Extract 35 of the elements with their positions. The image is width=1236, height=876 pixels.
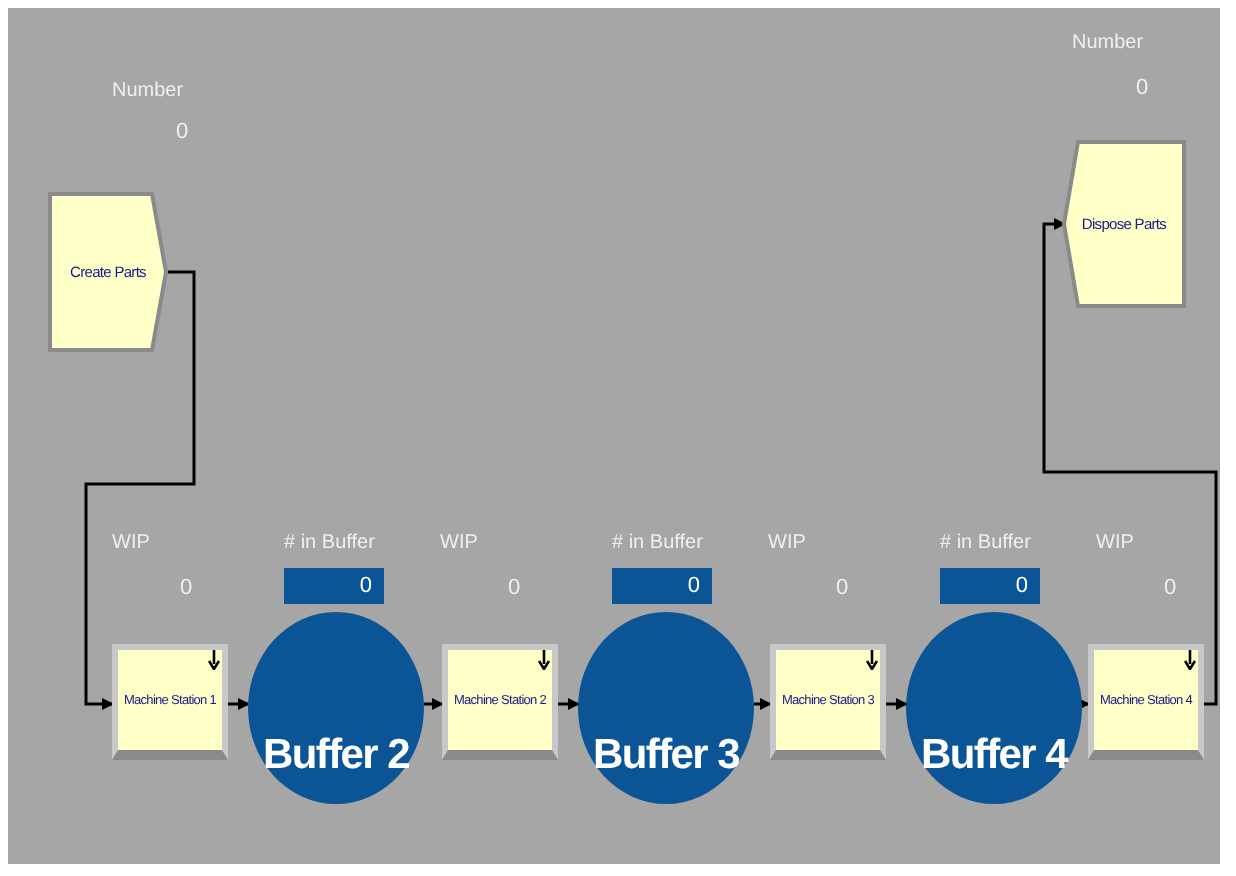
buffer-label: Buffer 4 (919, 732, 1070, 780)
counter-value: 0 (1164, 576, 1177, 600)
connector-arrow (1042, 218, 1218, 706)
connector-arrow (424, 698, 444, 710)
counter-display: 0 (284, 568, 384, 604)
connector-arrow (558, 698, 580, 710)
process-module (442, 644, 558, 760)
counter-value: 0 (180, 576, 193, 600)
counter-label: WIP (440, 532, 478, 554)
process-module (1088, 644, 1204, 760)
connector-arrow (84, 270, 196, 710)
counter-display: 0 (612, 568, 712, 604)
counter-value: 0 (176, 120, 189, 144)
process-module (112, 644, 228, 760)
counter-label: Number (1072, 32, 1144, 54)
buffer-label: Buffer 2 (261, 732, 411, 780)
counter-value: 0 (508, 576, 521, 600)
connector-arrow (886, 698, 908, 710)
dispose-module (1062, 140, 1186, 308)
counter-display: 0 (940, 568, 1040, 604)
connector-arrow (754, 698, 772, 710)
counter-value: 0 (836, 576, 849, 600)
counter-label: # in Buffer (612, 532, 703, 554)
counter-label: WIP (1096, 532, 1134, 554)
counter-label: WIP (112, 532, 150, 554)
connector-arrow (228, 698, 250, 710)
counter-label: # in Buffer (284, 532, 375, 554)
counter-label: WIP (768, 532, 806, 554)
counter-label: # in Buffer (940, 532, 1031, 554)
process-module (770, 644, 886, 760)
counter-value: 0 (1136, 76, 1149, 100)
connector-arrow (1078, 698, 1090, 710)
create-module (48, 192, 168, 352)
buffer-label: Buffer 3 (591, 732, 741, 780)
counter-label: Number (112, 80, 184, 102)
